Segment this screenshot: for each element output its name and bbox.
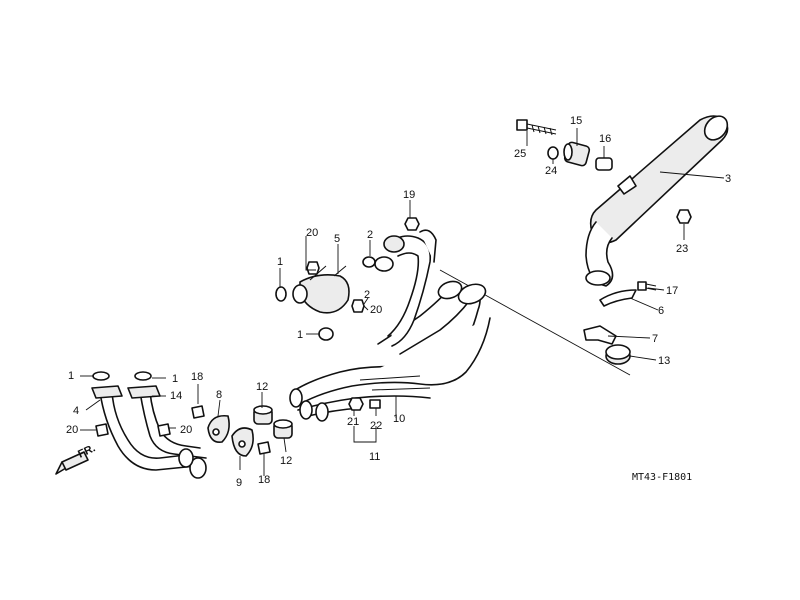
callout-14: 14 (170, 390, 182, 402)
callout-25: 25 (514, 148, 526, 160)
muffler-collar (595, 157, 613, 171)
callout-24: 24 (545, 165, 557, 177)
leader-lines (80, 128, 725, 476)
muffler-bracket (583, 325, 617, 345)
bolt-22 (369, 399, 381, 409)
callout-12-lower: 12 (280, 455, 292, 467)
callout-1-right: 1 (172, 373, 178, 385)
callout-1-upper: 1 (277, 256, 283, 268)
stud-front-left (95, 423, 109, 437)
muffler-nut (676, 209, 692, 224)
gasket-left-upper (275, 286, 287, 302)
rear-pipe-flange (292, 265, 350, 314)
gasket-rear-2 (362, 256, 376, 268)
middle-exhaust-pipe (289, 280, 491, 422)
callout-10: 10 (393, 413, 405, 425)
front-direction-arrow: FR. (55, 442, 97, 475)
muffler-washer (547, 146, 559, 160)
callout-22: 22 (370, 420, 382, 432)
callout-6: 6 (658, 305, 664, 317)
diagram-code: MT43-F1801 (632, 472, 692, 483)
callout-9: 9 (236, 477, 242, 489)
callout-23: 23 (676, 243, 688, 255)
callout-15: 15 (570, 115, 582, 127)
gasket-12-lower (273, 419, 293, 439)
callout-1-mid: 1 (297, 329, 303, 341)
callout-18-upper: 18 (191, 371, 203, 383)
gasket-front-a (92, 371, 110, 381)
callout-20-left: 20 (66, 424, 78, 436)
callout-5: 5 (334, 233, 340, 245)
callout-20-mid: 20 (370, 304, 382, 316)
joint-clamp-9 (231, 427, 254, 457)
front-exhaust-pipe (91, 385, 207, 479)
gasket-12-upper (253, 405, 273, 425)
callout-4: 4 (73, 405, 79, 417)
callout-20-right: 20 (180, 424, 192, 436)
callout-19: 19 (403, 189, 415, 201)
gasket-front-b (134, 371, 152, 381)
muffler-grommet (563, 141, 591, 167)
stud-front-right (157, 423, 171, 437)
callout-12-upper: 12 (256, 381, 268, 393)
joint-clamp-8 (207, 414, 230, 444)
callout-labels: 25 24 15 16 3 23 17 6 7 13 19 2 5 20 1 2… (66, 115, 731, 489)
callout-2-upper: 2 (367, 229, 373, 241)
stud-nut-rear (306, 261, 320, 275)
muffler-band (599, 289, 637, 307)
muffler-bolt (516, 119, 557, 136)
callout-20-upper: 20 (306, 227, 318, 239)
muffler-gasket (605, 344, 631, 365)
callout-2-lower: 2 (364, 289, 370, 301)
clamp-bolt-18-lower (257, 441, 271, 455)
gasket-mid-1 (318, 327, 334, 341)
callout-13: 13 (658, 355, 670, 367)
callout-18-lower: 18 (258, 474, 270, 486)
pipe-nut-19 (404, 217, 420, 231)
callout-21: 21 (347, 416, 359, 428)
callout-3: 3 (725, 173, 731, 185)
callout-11: 11 (369, 451, 380, 463)
callout-16: 16 (599, 133, 611, 145)
stud-nut-20-mid (351, 299, 365, 313)
front-marker-label: FR. (76, 442, 97, 460)
callout-17: 17 (666, 285, 678, 297)
rear-cylinder-pipe (374, 229, 437, 347)
band-bolt (637, 281, 657, 291)
callout-1-left: 1 (68, 370, 74, 382)
clamp-bolt-18-upper (191, 405, 205, 419)
muffler (585, 115, 729, 287)
nut-21 (348, 397, 364, 411)
callout-7: 7 (652, 333, 658, 345)
callout-8: 8 (216, 389, 222, 401)
